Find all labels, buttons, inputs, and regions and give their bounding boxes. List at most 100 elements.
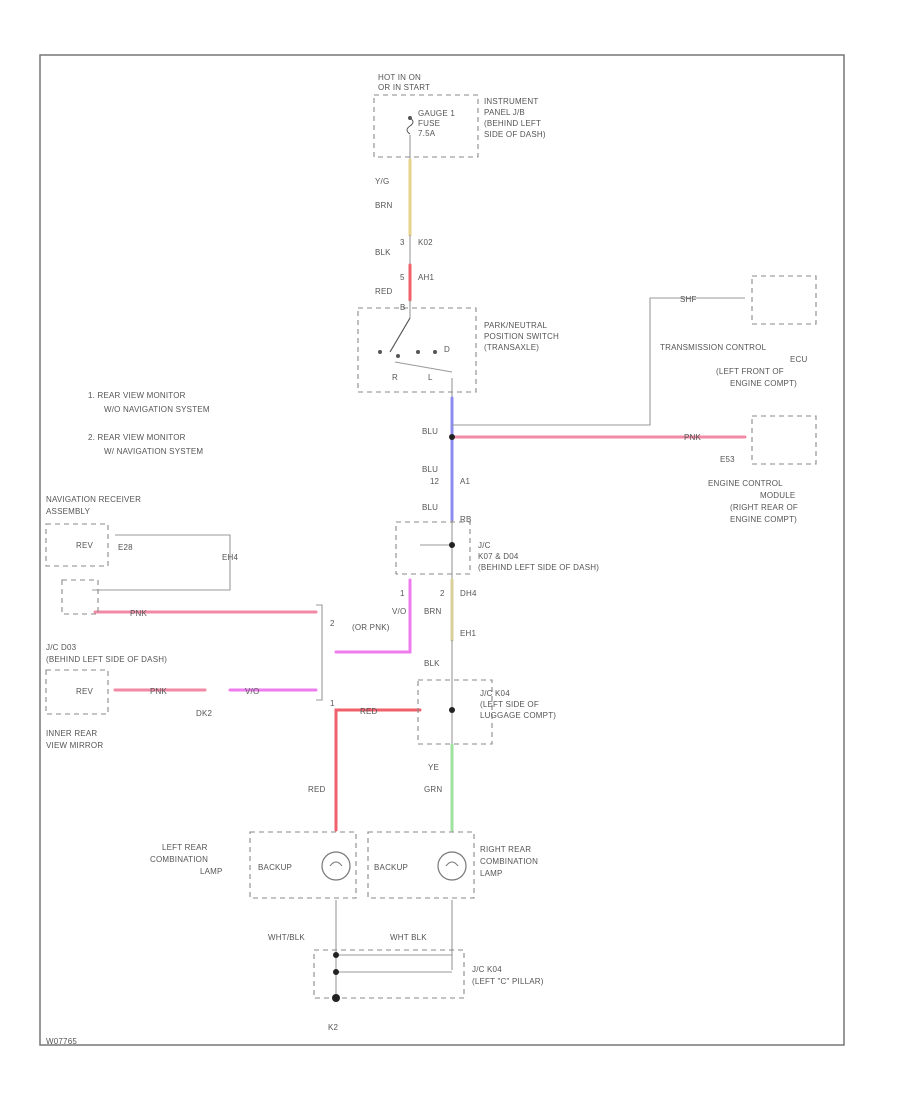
connector-eh1: EH1 bbox=[460, 629, 477, 638]
pin-12: 12 bbox=[430, 477, 439, 486]
tcm-label-3: (LEFT FRONT OF bbox=[716, 367, 784, 376]
ecm-pin: E53 bbox=[720, 455, 735, 464]
wire-label-yg: Y/G bbox=[375, 177, 389, 186]
lamp-right-label-3: LAMP bbox=[480, 869, 503, 878]
wire-label-blk2: BLK bbox=[424, 659, 440, 668]
note-2b: W/ NAVIGATION SYSTEM bbox=[104, 447, 203, 456]
lamp-left-box bbox=[249, 831, 357, 899]
jc-dash-box bbox=[395, 521, 471, 575]
wire-label-vo: V/O bbox=[392, 607, 406, 616]
connector-ah1: AH1 bbox=[418, 273, 435, 282]
jc-lug-label-1: J/C K04 bbox=[480, 689, 510, 698]
pnp-pin-b: B bbox=[400, 303, 405, 312]
pnp-label-1: PARK/NEUTRAL bbox=[484, 321, 548, 330]
pnp-label-3: (TRANSAXLE) bbox=[484, 343, 539, 352]
tcm-label-1: TRANSMISSION CONTROL bbox=[660, 343, 767, 352]
wire-label-blk1: BLK bbox=[375, 248, 391, 257]
ground-label: K2 bbox=[328, 1023, 339, 1032]
pnp-pin-r: R bbox=[392, 373, 398, 382]
fuse-label-3: 7.5A bbox=[418, 129, 436, 138]
wire-label-pnk-mirror: PNK bbox=[150, 687, 168, 696]
wire-label-brn1: BRN bbox=[375, 201, 393, 210]
connector-a1: A1 bbox=[460, 477, 471, 486]
wire-label-red-v: RED bbox=[308, 785, 326, 794]
nav-sub: E28 bbox=[118, 543, 133, 552]
jc-dash-label-3: (BEHIND LEFT SIDE OF DASH) bbox=[478, 563, 599, 572]
wire-label-grn: GRN bbox=[424, 785, 442, 794]
lamp-right-label-2: COMBINATION bbox=[480, 857, 538, 866]
components bbox=[45, 94, 817, 999]
connector-rbk: RB bbox=[460, 515, 472, 524]
lamp-left-label-3: LAMP bbox=[200, 867, 223, 876]
note-1b: W/O NAVIGATION SYSTEM bbox=[104, 405, 210, 414]
nav-sub-box bbox=[61, 579, 99, 615]
ecm-label-1: ENGINE CONTROL bbox=[708, 479, 783, 488]
ecm-box bbox=[751, 415, 817, 465]
ip-jb-label-2: PANEL J/B bbox=[484, 108, 525, 117]
jc-d03-label-2: (BEHIND LEFT SIDE OF DASH) bbox=[46, 655, 167, 664]
pin-1: 1 bbox=[400, 589, 405, 598]
lamp-right-backup: BACKUP bbox=[374, 863, 408, 872]
wire-label-brn2: BRN bbox=[424, 607, 442, 616]
nav-label-1: NAVIGATION RECEIVER bbox=[46, 495, 141, 504]
mirror-label-2: VIEW MIRROR bbox=[46, 741, 103, 750]
tcm-label-2: ECU bbox=[790, 355, 808, 364]
diagram-frame bbox=[39, 54, 845, 1046]
lamp-right-box bbox=[367, 831, 475, 899]
wire-label-red-h: RED bbox=[360, 707, 378, 716]
wire-label-blu3: BLU bbox=[422, 503, 438, 512]
jc-d03-label-1: J/C D03 bbox=[46, 643, 77, 652]
jc-dash-label-2: K07 & D04 bbox=[478, 552, 519, 561]
wire-label-pnk-tcm: PNK bbox=[684, 433, 702, 442]
ip-jb-label-3: (BEHIND LEFT bbox=[484, 119, 541, 128]
fuse-label-1: GAUGE 1 bbox=[418, 109, 455, 118]
mirror-pin: REV bbox=[76, 687, 94, 696]
wire-label-wht-right: WHT BLK bbox=[390, 933, 427, 942]
wires bbox=[92, 135, 747, 998]
jc-pillar-label-2: (LEFT "C" PILLAR) bbox=[472, 977, 544, 986]
lamp-left-label-2: COMBINATION bbox=[150, 855, 208, 864]
splice-points bbox=[332, 434, 455, 1002]
lamp-left-label-1: LEFT REAR bbox=[162, 843, 208, 852]
wire-magenta-vo bbox=[334, 578, 412, 654]
lamp-left-backup: BACKUP bbox=[258, 863, 292, 872]
fuse-icon bbox=[406, 116, 414, 135]
pnp-pin-d: D bbox=[444, 345, 450, 354]
pin-3: 3 bbox=[400, 238, 405, 247]
mirror-box bbox=[45, 669, 109, 715]
wire-label-shf: SHF bbox=[680, 295, 697, 304]
jc-pillar-box bbox=[313, 949, 465, 999]
ip-jb-box bbox=[373, 94, 479, 158]
wire-red-left-lamp bbox=[334, 708, 422, 832]
ecm-label-2: MODULE bbox=[760, 491, 795, 500]
connector-eh4: EH4 bbox=[222, 553, 239, 562]
pin-2: 2 bbox=[440, 589, 445, 598]
bracket-pin-2: 2 bbox=[330, 619, 335, 628]
nav-label-2: ASSEMBLY bbox=[46, 507, 91, 516]
lamp-right-label-1: RIGHT REAR bbox=[480, 845, 531, 854]
pnp-switch-box bbox=[357, 307, 477, 393]
power-label-1: HOT IN ON bbox=[378, 73, 421, 82]
connector-dk2: DK2 bbox=[196, 709, 213, 718]
wire-label-blu1: BLU bbox=[422, 427, 438, 436]
bracket-pin-1: 1 bbox=[330, 699, 335, 708]
wire-label-blu2: BLU bbox=[422, 465, 438, 474]
power-label-2: OR IN START bbox=[378, 83, 430, 92]
wire-label-red1: RED bbox=[375, 287, 393, 296]
wire-label-ye: YE bbox=[428, 763, 439, 772]
mirror-label-1: INNER REAR bbox=[46, 729, 97, 738]
wire-gray-nav bbox=[92, 534, 231, 591]
wire-label-pnk-top: PNK bbox=[130, 609, 148, 618]
pnp-label-2: POSITION SWITCH bbox=[484, 332, 559, 341]
ecm-label-4: ENGINE COMPT) bbox=[730, 515, 797, 524]
ip-jb-label-1: INSTRUMENT bbox=[484, 97, 538, 106]
nav-pin: REV bbox=[76, 541, 94, 550]
fuse-label-2: FUSE bbox=[418, 119, 440, 128]
nav-receiver-box bbox=[45, 523, 109, 567]
pnp-pin-l: L bbox=[428, 373, 433, 382]
ip-jb-label-4: SIDE OF DASH) bbox=[484, 130, 546, 139]
wire-label-vo-mirror: V/O bbox=[245, 687, 259, 696]
wire-label-wht-left: WHT/BLK bbox=[268, 933, 305, 942]
jc-lug-label-2: (LEFT SIDE OF bbox=[480, 700, 539, 709]
jc-lug-label-3: LUGGAGE COMPT) bbox=[480, 711, 556, 720]
